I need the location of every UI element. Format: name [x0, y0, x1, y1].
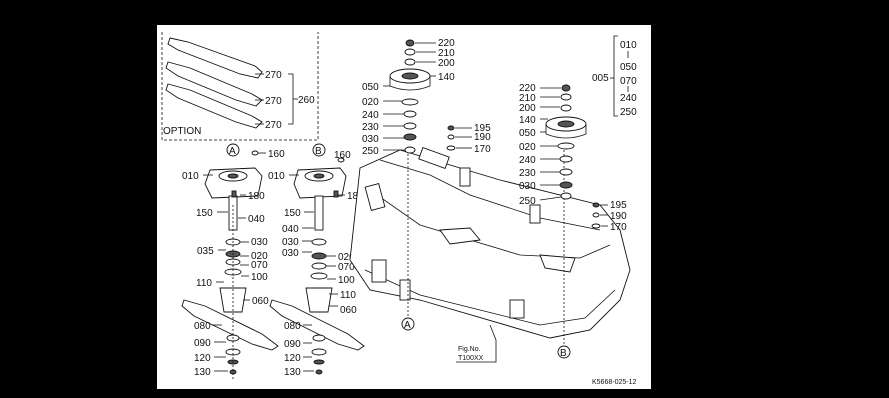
callout-b-070: 070 [338, 262, 355, 273]
callout-b-020: 020 [338, 252, 355, 263]
spindle-shaft-b [314, 195, 324, 231]
drawing-code: K5668-025-12 [592, 379, 636, 386]
parts-diagram-sheet: 270 270 270 260 OPTION A 160 010 180 150… [157, 25, 651, 389]
group-005-list: 005 010 050 070 240 250 [592, 35, 637, 118]
callout-c-030: 030 [362, 134, 379, 145]
callout-b-080: 080 [284, 321, 301, 332]
callout-b-090: 090 [284, 339, 301, 350]
callout-270-b: 270 [265, 96, 282, 107]
callout-r-170: 170 [610, 222, 627, 233]
callout-b-030-2: 030 [282, 248, 299, 259]
callout-a-130: 130 [194, 367, 211, 378]
exploded-view-drawing: 270 270 270 260 OPTION A 160 010 180 150… [161, 32, 637, 386]
callout-270-c: 270 [265, 120, 282, 131]
pulley-hub-a [219, 287, 247, 313]
callout-r-210: 210 [519, 93, 536, 104]
callout-c-190: 190 [474, 132, 491, 143]
callout-r-250: 250 [519, 196, 536, 207]
fig-no-value: T100XX [458, 355, 484, 362]
callout-a-160: 160 [268, 149, 285, 160]
callout-a-080: 080 [194, 321, 211, 332]
right-pulley-stack [545, 84, 601, 229]
callout-g-010: 010 [620, 40, 637, 51]
deck-marker-a: A [404, 320, 411, 331]
callout-b-150: 150 [284, 208, 301, 219]
callout-g-240: 240 [620, 93, 637, 104]
blade-b [269, 299, 365, 351]
fig-no-label: Fig.No. [458, 346, 481, 353]
callout-r-220: 220 [519, 83, 536, 94]
callout-b-130: 130 [284, 367, 301, 378]
callout-r-240: 240 [519, 155, 536, 166]
callout-g-250: 250 [620, 107, 637, 118]
callout-c-050: 050 [362, 82, 379, 93]
callout-c-140: 140 [438, 72, 455, 83]
callout-a-040: 040 [248, 214, 265, 225]
callout-c-210: 210 [438, 48, 455, 59]
callout-b-100: 100 [338, 275, 355, 286]
center-pulley-stack [389, 39, 456, 154]
callout-g-005: 005 [592, 73, 609, 84]
callout-b-060: 060 [340, 305, 357, 316]
callout-270-a: 270 [265, 70, 282, 81]
callout-a-090: 090 [194, 338, 211, 349]
callout-a-010: 010 [182, 171, 199, 182]
blade-a [181, 299, 279, 351]
callout-a-150: 150 [196, 208, 213, 219]
callout-r-030: 030 [519, 181, 536, 192]
figure-reference: Fig.No. T100XX [456, 324, 497, 363]
callout-r-190: 190 [610, 211, 627, 222]
callout-c-170: 170 [474, 144, 491, 155]
callout-c-230: 230 [362, 122, 379, 133]
callout-b-180: 180 [347, 191, 364, 202]
callout-a-100: 100 [251, 272, 268, 283]
marker-a-label: A [229, 146, 236, 157]
option-blade-3 [165, 83, 263, 129]
option-dashed-border [161, 32, 319, 141]
callout-b-030: 030 [282, 237, 299, 248]
callout-r-200: 200 [519, 103, 536, 114]
callout-c-195: 195 [474, 123, 491, 134]
marker-b-label: B [315, 146, 322, 157]
option-blade-2 [165, 61, 263, 107]
deck-outline [349, 149, 631, 339]
marker-a-circle [226, 143, 240, 157]
option-blade-1 [167, 37, 263, 79]
callout-a-020: 020 [251, 251, 268, 262]
callout-c-240: 240 [362, 110, 379, 121]
callout-g-070: 070 [620, 76, 637, 87]
callout-r-195: 195 [610, 200, 627, 211]
callout-a-060: 060 [252, 296, 269, 307]
pulley-hub-b [305, 287, 333, 313]
callout-a-030: 030 [251, 237, 268, 248]
deck-marker-b: B [560, 348, 567, 359]
callout-r-230: 230 [519, 168, 536, 179]
mower-deck: A B [349, 146, 631, 359]
callout-g-050: 050 [620, 62, 637, 73]
callout-a-070: 070 [251, 260, 268, 271]
callout-c-220: 220 [438, 38, 455, 49]
callout-r-020: 020 [519, 142, 536, 153]
callout-a-110: 110 [196, 278, 212, 289]
callout-c-020: 020 [362, 97, 379, 108]
option-label: OPTION [163, 126, 201, 137]
marker-b-circle [312, 143, 326, 157]
callout-260: 260 [298, 95, 315, 106]
callout-r-050: 050 [519, 128, 536, 139]
callout-b-040: 040 [282, 224, 299, 235]
callout-a-180: 180 [248, 191, 265, 202]
spindle-assembly-a: A [181, 143, 279, 380]
callout-r-140: 140 [519, 115, 536, 126]
callout-a-035: 035 [197, 246, 214, 257]
callout-b-120: 120 [284, 353, 301, 364]
option-blades-group: 270 270 270 260 OPTION [161, 32, 319, 141]
callout-c-200: 200 [438, 58, 455, 69]
callout-b-160: 160 [334, 150, 351, 161]
callout-b-010: 010 [268, 171, 285, 182]
callout-c-250: 250 [362, 146, 379, 157]
callout-b-110: 110 [340, 290, 356, 301]
callout-a-120: 120 [194, 353, 211, 364]
